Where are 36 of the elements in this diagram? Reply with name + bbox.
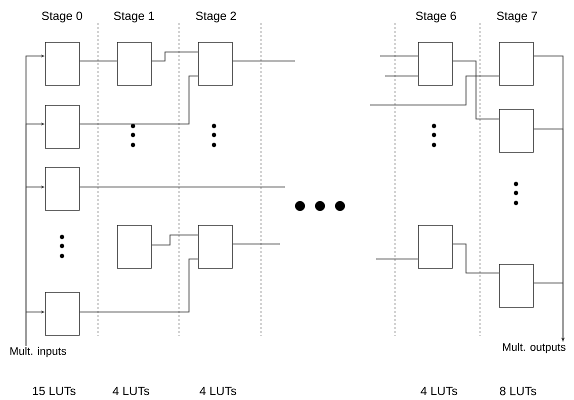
io-label: Mult. inputs [10, 346, 66, 358]
lut-box [418, 42, 453, 86]
wire [151, 52, 198, 62]
stage-label: Stage 7 [496, 12, 537, 22]
lut-box [45, 292, 80, 336]
stage-label: 4 LUTs [420, 386, 458, 396]
stage-label: Stage 1 [114, 12, 154, 22]
wire [79, 186, 286, 188]
lut-box [117, 42, 152, 86]
wire [452, 60, 500, 120]
lut-box [418, 225, 453, 269]
stage-label: 4 LUTs [200, 386, 236, 396]
wire [79, 76, 198, 124]
lut-box [45, 167, 80, 211]
wire [232, 60, 296, 62]
io-label: Mult. outputs [503, 342, 566, 354]
stage-label: 8 LUTs [500, 386, 536, 396]
stage-label: Stage 2 [196, 12, 236, 22]
stage-label: 15 LUTs [32, 386, 76, 396]
wire [452, 244, 500, 274]
lut-box [198, 42, 233, 86]
lut-box [45, 105, 80, 149]
stage-label: Stage 0 [42, 12, 82, 22]
lut-box [499, 42, 534, 86]
wire [79, 258, 198, 312]
wire [376, 258, 418, 260]
lut-box [499, 264, 534, 308]
lut-box [198, 225, 233, 269]
lut-box [117, 225, 152, 269]
wire [370, 76, 500, 106]
lut-box [499, 109, 534, 153]
lut-box [45, 42, 80, 86]
stage-label: 4 LUTs [112, 386, 150, 396]
wire [79, 60, 118, 62]
stage-label: Stage 6 [416, 12, 456, 22]
wire [151, 234, 198, 246]
